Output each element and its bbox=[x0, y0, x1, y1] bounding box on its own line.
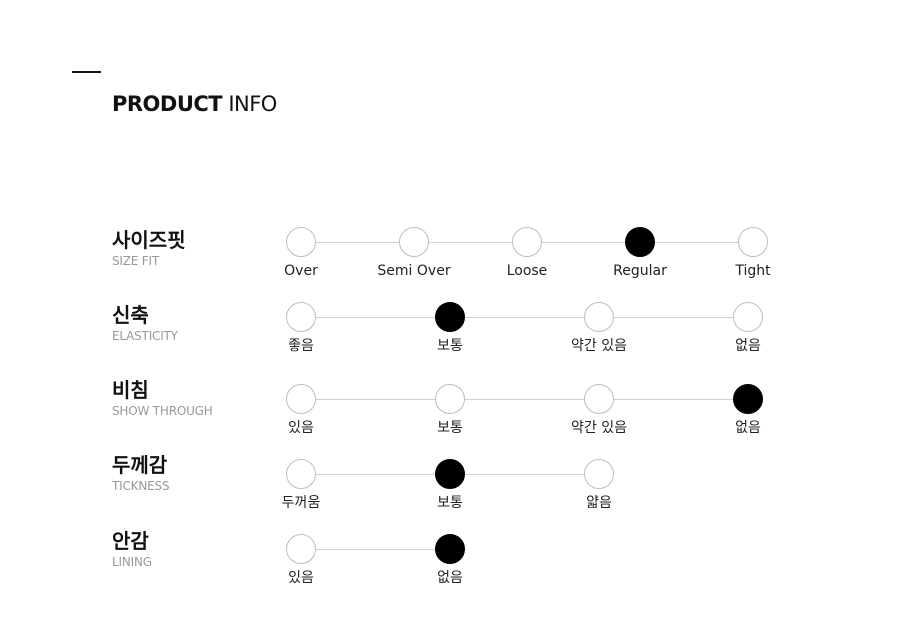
scale-option-label: Regular bbox=[613, 263, 667, 279]
page-title: PRODUCT INFO bbox=[112, 92, 277, 116]
scale-dot-selected bbox=[625, 227, 655, 257]
scale-dot bbox=[286, 227, 316, 257]
scale-option-label: Tight bbox=[735, 263, 771, 279]
scale-track bbox=[301, 399, 748, 400]
scale-dot bbox=[399, 227, 429, 257]
row-label-1: 신축 ELASTICITY bbox=[112, 303, 178, 344]
scale-dot bbox=[584, 459, 614, 489]
row-subtitle: LINING bbox=[112, 555, 152, 569]
scale-option-label: 있음 bbox=[288, 420, 314, 436]
scale-dot-selected bbox=[733, 384, 763, 414]
scale-dot bbox=[738, 227, 768, 257]
scale-option-label: 약간 있음 bbox=[571, 420, 627, 436]
row-label-2: 비침 SHOW THROUGH bbox=[112, 378, 213, 419]
scale-option-label: 보통 bbox=[437, 420, 463, 436]
scale-option-label: Semi Over bbox=[377, 263, 451, 279]
scale-option-label: 없음 bbox=[735, 338, 761, 354]
scale-option-label: Loose bbox=[506, 263, 548, 279]
scale-dot-selected bbox=[435, 534, 465, 564]
scale-dot bbox=[512, 227, 542, 257]
scale-option-label: 얇음 bbox=[586, 495, 612, 511]
scale-dot bbox=[584, 384, 614, 414]
header-dash bbox=[72, 71, 101, 73]
scale-dot-selected bbox=[435, 302, 465, 332]
row-label-0: 사이즈핏 SIZE FIT bbox=[112, 228, 186, 269]
scale-dot bbox=[286, 302, 316, 332]
scale-option-label: 없음 bbox=[437, 570, 463, 586]
scale-option-label: 있음 bbox=[288, 570, 314, 586]
scale-option-label: 보통 bbox=[437, 495, 463, 511]
scale-track bbox=[301, 549, 450, 550]
row-subtitle: TICKNESS bbox=[112, 479, 170, 493]
scale-option-label: 없음 bbox=[735, 420, 761, 436]
title-bold: PRODUCT bbox=[112, 92, 223, 116]
scale-track bbox=[301, 317, 748, 318]
row-title: 안감 bbox=[112, 529, 149, 553]
scale-dot bbox=[584, 302, 614, 332]
row-title: 신축 bbox=[112, 303, 149, 327]
scale-option-label: 두꺼움 bbox=[281, 495, 321, 511]
scale-option-label: 보통 bbox=[437, 338, 463, 354]
scale-option-label: Over bbox=[284, 263, 318, 279]
row-subtitle: SIZE FIT bbox=[112, 254, 159, 268]
row-label-3: 두께감 TICKNESS bbox=[112, 453, 170, 494]
scale-option-label: 좋음 bbox=[288, 338, 314, 354]
row-title: 사이즈핏 bbox=[112, 228, 186, 252]
scale-dot bbox=[286, 384, 316, 414]
row-label-4: 안감 LINING bbox=[112, 529, 152, 570]
title-light: INFO bbox=[228, 92, 277, 116]
row-title: 두께감 bbox=[112, 453, 168, 477]
scale-dot-selected bbox=[435, 459, 465, 489]
scale-dot bbox=[435, 384, 465, 414]
scale-dot bbox=[286, 459, 316, 489]
row-title: 비침 bbox=[112, 378, 149, 402]
scale-option-label: 약간 있음 bbox=[571, 338, 627, 354]
scale-dot bbox=[733, 302, 763, 332]
row-subtitle: SHOW THROUGH bbox=[112, 404, 213, 418]
scale-dot bbox=[286, 534, 316, 564]
row-subtitle: ELASTICITY bbox=[112, 329, 178, 343]
